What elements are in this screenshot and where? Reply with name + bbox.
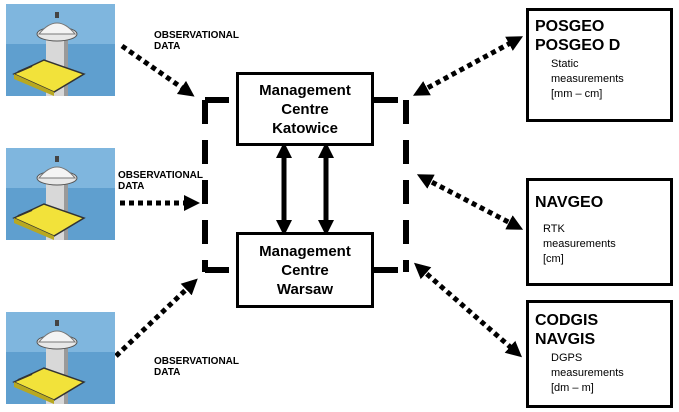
observational-data-label-2: OBSERVATIONAL DATA — [118, 170, 204, 192]
reference-station-3 — [6, 312, 115, 404]
arrow-station-1 — [120, 43, 195, 97]
reference-station-2 — [6, 148, 115, 240]
arrow-service-navgeo — [416, 174, 524, 230]
arrow-service-codgis — [413, 262, 523, 358]
gnss-receiver-icon — [6, 4, 115, 96]
gnss-receiver-icon — [6, 312, 115, 404]
service-title: CODGIS — [535, 312, 599, 329]
service-box-navgeo: NAVGEO RTK measurements [cm] — [526, 178, 673, 286]
management-centre-warsaw: Management Centre Warsaw — [236, 232, 374, 308]
network-frame — [202, 97, 409, 273]
arrow-service-posgeo — [412, 36, 524, 96]
gnss-receiver-icon — [6, 148, 115, 240]
service-title: NAVGIS — [535, 331, 596, 348]
service-title: NAVGEO — [535, 194, 604, 211]
observational-data-label-3: OBSERVATIONAL DATA — [154, 356, 240, 378]
service-box-codgis: CODGIS NAVGIS DGPS measurements [dm – m] — [526, 300, 673, 408]
management-centre-katowice: Management Centre Katowice — [236, 72, 374, 146]
service-box-posgeo: POSGEO POSGEO D Static measurements [mm … — [526, 8, 673, 122]
arrow-station-3 — [114, 278, 198, 358]
observational-data-label-1: OBSERVATIONAL DATA — [154, 30, 240, 52]
service-title: POSGEO — [535, 18, 605, 35]
reference-station-1 — [6, 4, 115, 96]
service-title: POSGEO D — [535, 37, 621, 54]
